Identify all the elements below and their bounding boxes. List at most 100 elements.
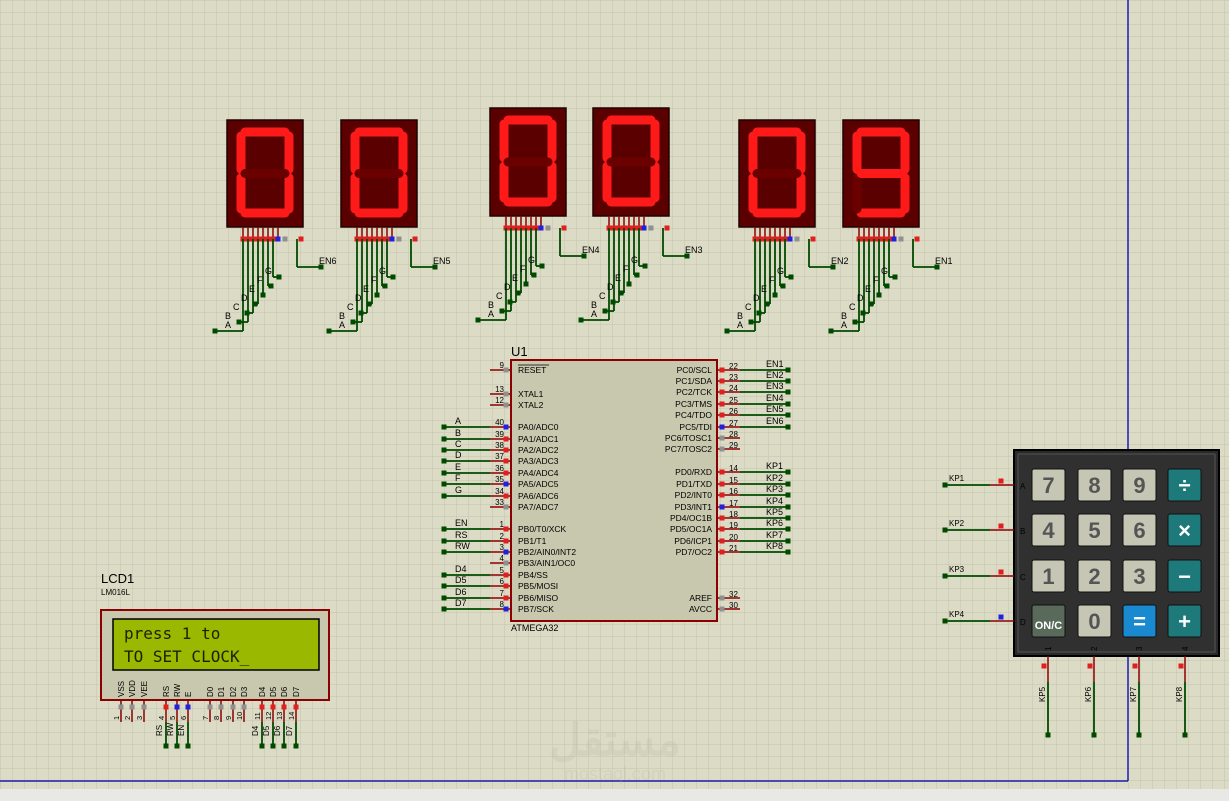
segment-label-c: C (496, 291, 503, 301)
key-7[interactable] (1031, 468, 1066, 502)
segment-terminal (642, 263, 648, 269)
mcu-pin-number: 19 (729, 521, 738, 530)
key-multiply-label: × (1178, 518, 1191, 543)
mcu-pin-number: 6 (500, 577, 505, 586)
keypad-col-label: 2 (1090, 646, 1099, 651)
mcu-net-terminal (785, 389, 791, 395)
mcu-pin-state (503, 595, 509, 601)
mcu-net-label: KP2 (766, 473, 783, 483)
lcd-pin-number: 13 (275, 712, 284, 720)
segment-label-b: B (591, 300, 597, 310)
keypad-col-label: 3 (1135, 646, 1144, 651)
display-pin-state (412, 236, 418, 242)
key-1[interactable] (1031, 559, 1066, 593)
enable-label: EN6 (319, 256, 337, 266)
key-7-group[interactable]: 7 (1031, 468, 1066, 502)
key-plus-group[interactable]: + (1167, 604, 1202, 638)
lcd-pin-state (230, 704, 236, 710)
mcu-pin-name: AREF (689, 593, 712, 603)
mcu-pin-state (503, 481, 509, 487)
mcu-net-terminal (441, 606, 447, 612)
lcd-pin-state (185, 704, 191, 710)
key-1-group[interactable]: 1 (1031, 559, 1066, 593)
segment-label-a: A (737, 320, 743, 330)
key-9[interactable] (1122, 468, 1157, 502)
segment-terminal (366, 301, 372, 307)
key-2-label: 2 (1088, 564, 1100, 589)
key-minus-group[interactable]: − (1167, 559, 1202, 593)
mcu-pin-name: PB2/AIN0/INT2 (518, 547, 576, 557)
segment-label-g: G (631, 255, 638, 265)
key-4[interactable] (1031, 513, 1066, 547)
segment-terminal (884, 283, 890, 289)
mcu-pin-name: PD0/RXD (675, 467, 712, 477)
segment-terminal (828, 328, 834, 334)
mcu-pin-number: 34 (495, 487, 504, 496)
mcu-body[interactable] (510, 359, 718, 622)
mcu-pin-state (719, 515, 725, 521)
mcu-net-terminal (441, 481, 447, 487)
segment-label-d: D (504, 282, 511, 292)
mcu-net-label: A (455, 416, 461, 426)
mcu-net-label: EN5 (766, 404, 784, 414)
mcu-net-terminal (785, 504, 791, 510)
mcu-pin-name: PD3/INT1 (675, 502, 713, 512)
key-9-group[interactable]: 9 (1122, 468, 1157, 502)
key-plus[interactable] (1167, 604, 1202, 638)
lcd-pin-number: 6 (179, 716, 188, 720)
mcu-net-label: KP7 (766, 530, 783, 540)
key-8[interactable] (1077, 468, 1112, 502)
segment-terminal (358, 310, 364, 316)
mcu-pin-number: 4 (500, 554, 505, 563)
mcu-pin-number: 13 (495, 385, 504, 394)
key-2-group[interactable]: 2 (1077, 559, 1112, 593)
mcu-pin-number: 5 (500, 566, 505, 575)
key-5-group[interactable]: 5 (1077, 513, 1112, 547)
key-0-group[interactable]: 0 (1077, 604, 1112, 638)
key-7-label: 7 (1042, 473, 1054, 498)
mcu-pin-name: PA6/ADC6 (518, 491, 559, 501)
key-8-group[interactable]: 8 (1077, 468, 1112, 502)
display-pin-state (794, 236, 800, 242)
segment-label-e: E (249, 284, 255, 294)
mcu-pin-number: 20 (729, 533, 738, 542)
key-5[interactable] (1077, 513, 1112, 547)
mcu-net-terminal (785, 367, 791, 373)
key-equals[interactable] (1122, 604, 1157, 638)
key-multiply[interactable] (1167, 513, 1202, 547)
key-minus[interactable] (1167, 559, 1202, 593)
mcu-pin-name: PD7/OC2 (676, 547, 713, 557)
mcu-pin-state (719, 435, 725, 441)
mcu-net-terminal (785, 378, 791, 384)
mcu-net-terminal (441, 493, 447, 499)
mcu-pin-name: XTAL2 (518, 400, 544, 410)
enable-terminal (934, 264, 940, 270)
mcu-pin-name: RESET (518, 365, 546, 375)
key-0[interactable] (1077, 604, 1112, 638)
mcu-pin-state (719, 367, 725, 373)
lcd-pin-number: 10 (235, 712, 244, 720)
key-on-clear-group[interactable]: ON/C (1031, 604, 1066, 638)
key-3-group[interactable]: 3 (1122, 559, 1157, 593)
key-4-group[interactable]: 4 (1031, 513, 1066, 547)
segment-label-g: G (777, 266, 784, 276)
key-multiply-group[interactable]: × (1167, 513, 1202, 547)
key-3[interactable] (1122, 559, 1157, 593)
key-equals-group[interactable]: = (1122, 604, 1157, 638)
lcd-screen[interactable] (112, 618, 320, 671)
key-divide[interactable] (1167, 468, 1202, 502)
mcu-net-terminal (441, 526, 447, 532)
segment-label-a: A (841, 320, 847, 330)
mcu-pin-state (503, 549, 509, 555)
mcu-net-label: KP4 (766, 496, 783, 506)
key-6[interactable] (1122, 513, 1157, 547)
lcd-pin-state (259, 704, 265, 710)
key-divide-group[interactable]: ÷ (1167, 468, 1202, 502)
key-2[interactable] (1077, 559, 1112, 593)
key-6-group[interactable]: 6 (1122, 513, 1157, 547)
key-on-clear[interactable] (1031, 604, 1066, 638)
